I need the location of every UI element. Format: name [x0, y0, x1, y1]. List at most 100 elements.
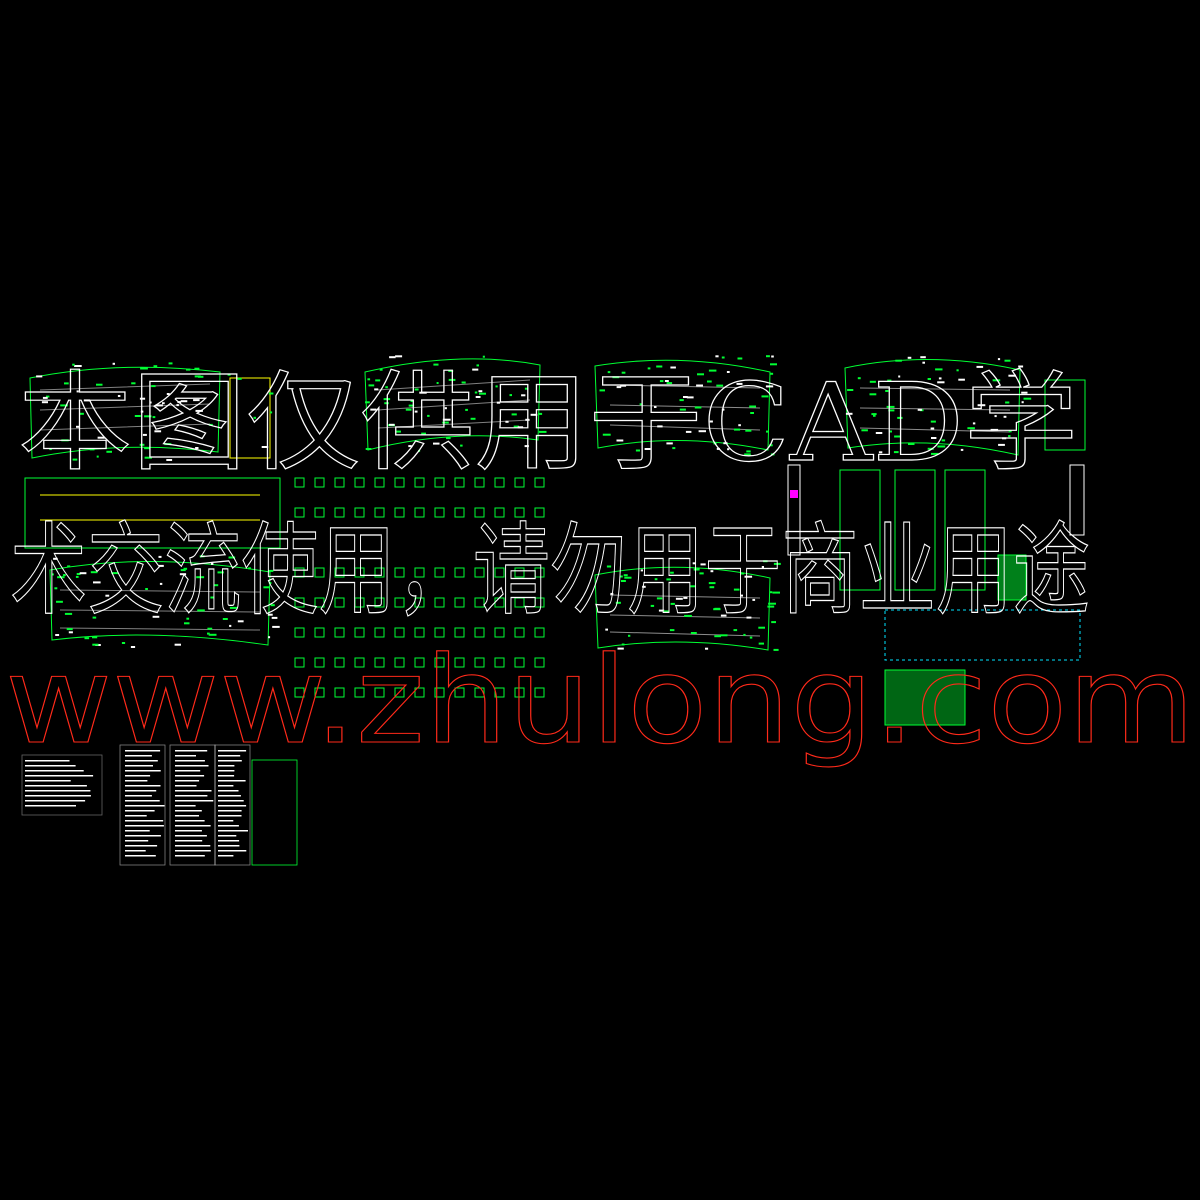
annotation-mark	[679, 399, 684, 402]
column-section-symbol	[374, 477, 385, 488]
column-section-symbol	[314, 657, 325, 668]
note-text-line	[175, 760, 205, 762]
annotation-mark	[773, 562, 781, 565]
annotation-mark	[715, 355, 719, 358]
annotation-mark	[893, 451, 899, 454]
annotation-mark	[886, 405, 895, 408]
annotation-mark	[83, 399, 90, 402]
note-text-line	[125, 845, 158, 847]
annotation-mark	[869, 380, 876, 383]
annotation-mark	[180, 569, 186, 572]
column-section-symbol	[494, 567, 505, 578]
column-section-symbol	[534, 657, 545, 668]
notes-sheet-3[interactable]	[251, 759, 298, 866]
column-section-symbol	[534, 627, 545, 638]
annotation-mark	[139, 397, 146, 400]
annotation-mark	[937, 381, 945, 384]
annotation-mark	[716, 384, 724, 387]
floor-plan-sheet-5[interactable]	[49, 560, 271, 646]
column-section-symbol	[374, 657, 385, 668]
annotation-mark	[967, 427, 975, 430]
annotation-mark	[656, 597, 663, 600]
floor-plan-sheet-1[interactable]	[29, 366, 271, 459]
note-text-line	[25, 800, 86, 802]
annotation-mark	[183, 567, 188, 570]
column-section-symbol	[454, 657, 465, 668]
annotation-mark	[685, 430, 692, 433]
column-section-symbol	[494, 477, 505, 488]
annotation-mark	[60, 404, 68, 407]
column-section-symbol	[294, 687, 305, 698]
annotation-mark	[624, 576, 632, 579]
column-section-symbol	[474, 507, 485, 518]
annotation-mark	[1004, 359, 1011, 362]
annotation-mark	[263, 586, 270, 589]
annotation-mark	[669, 629, 675, 632]
annotation-mark	[769, 444, 773, 447]
annotation-mark	[370, 408, 377, 411]
column-section-symbol	[454, 597, 465, 608]
note-text-line	[218, 775, 235, 777]
annotation-mark	[675, 597, 683, 600]
annotation-mark	[93, 581, 101, 584]
annotation-mark	[727, 448, 730, 451]
annotation-mark	[210, 596, 214, 599]
annotation-mark	[395, 355, 403, 358]
note-text-line	[175, 775, 205, 777]
column-detail-grid[interactable]	[294, 477, 545, 698]
annotation-mark	[623, 574, 628, 577]
annotation-mark	[1023, 397, 1032, 400]
column-section-symbol	[334, 507, 345, 518]
annotation-mark	[740, 594, 743, 597]
column-section-symbol	[474, 627, 485, 638]
annotation-mark	[771, 621, 776, 624]
annotation-mark	[997, 358, 1001, 361]
annotation-mark	[696, 384, 703, 387]
annotation-mark	[197, 609, 205, 612]
annotation-mark	[690, 632, 697, 634]
column-section-symbol	[434, 567, 445, 578]
annotation-mark	[76, 573, 81, 575]
column-section-symbol	[294, 477, 305, 488]
annotation-mark	[67, 565, 71, 568]
annotation-mark	[714, 635, 721, 638]
annotation-mark	[112, 362, 115, 365]
column-section-symbol	[334, 687, 345, 698]
column-section-symbol	[454, 627, 465, 638]
annotation-mark	[131, 382, 136, 385]
floor-plan-sheet-2[interactable]	[364, 358, 541, 451]
annotation-mark	[62, 574, 66, 577]
annotation-mark	[768, 602, 776, 605]
annotation-mark	[938, 377, 942, 380]
note-text-line	[175, 805, 196, 807]
annotation-mark	[666, 382, 673, 385]
annotation-mark	[684, 614, 692, 617]
annotation-mark	[524, 445, 529, 448]
notes-sheet-2[interactable]	[119, 744, 251, 866]
annotation-mark	[960, 448, 964, 451]
notes-sheet-1[interactable]	[21, 754, 103, 816]
column-section-symbol	[434, 477, 445, 488]
annotation-mark	[714, 607, 721, 610]
annotation-mark	[607, 371, 611, 374]
column-section-symbol	[354, 507, 365, 518]
note-text-line	[125, 750, 161, 752]
note-text-line	[175, 780, 200, 782]
annotation-mark	[427, 414, 430, 417]
annotation-mark	[628, 634, 631, 637]
annotation-mark	[97, 436, 105, 439]
column-section-symbol	[374, 507, 385, 518]
sheet-row-top	[29, 358, 1086, 459]
note-text-line	[25, 805, 76, 807]
annotation-mark	[922, 361, 925, 364]
detail-sheet-left[interactable]	[24, 477, 281, 549]
annotation-mark	[72, 363, 75, 366]
annotation-mark	[517, 426, 524, 429]
annotation-mark	[521, 394, 526, 397]
note-text-line	[218, 765, 235, 767]
section-detail-sheets-right[interactable]	[787, 464, 1085, 601]
floor-plan-sheet-4[interactable]	[844, 359, 1086, 456]
cyan-detail-sheet[interactable]	[884, 609, 1081, 726]
annotation-mark	[159, 582, 163, 585]
